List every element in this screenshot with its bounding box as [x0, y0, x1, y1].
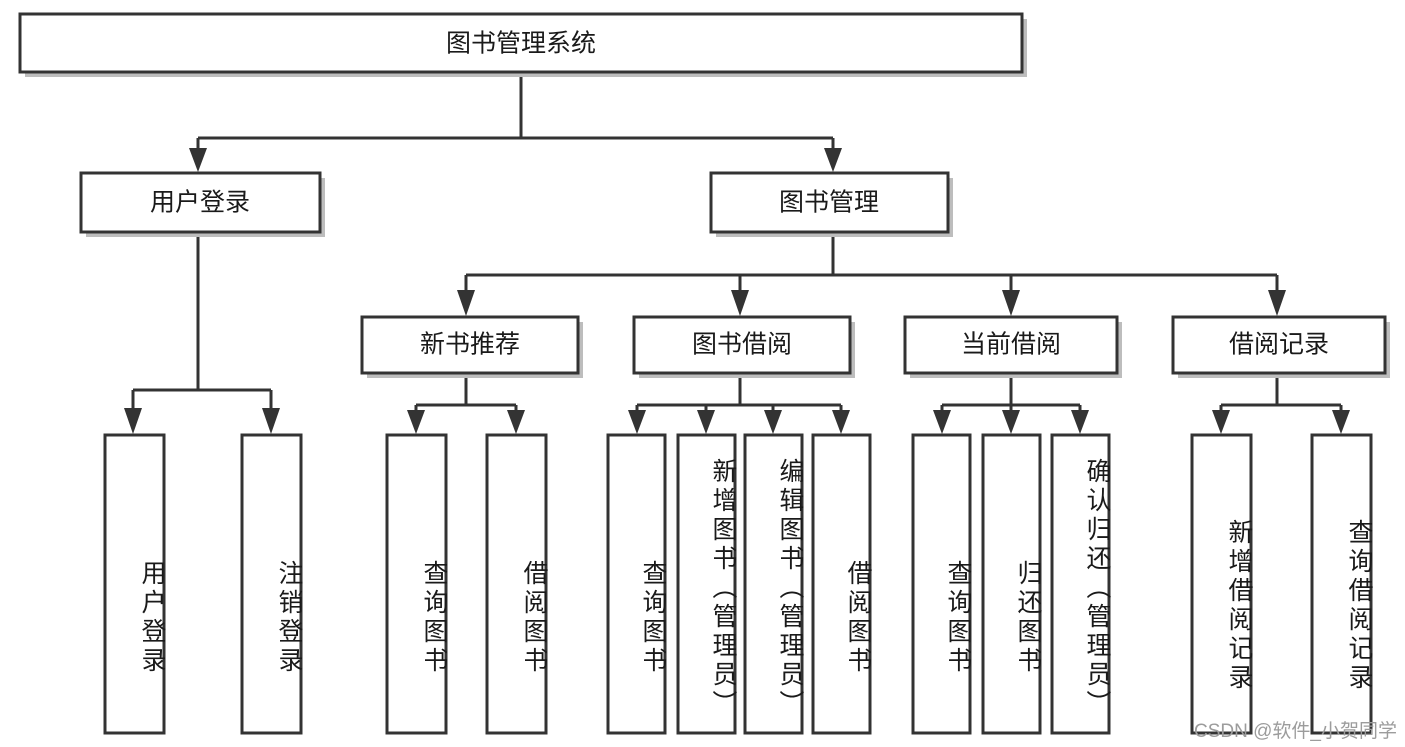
- arrowhead-leaf-edit-book: [764, 410, 782, 434]
- node-user-login-label: 用户登录: [150, 189, 250, 217]
- leaf-box-confirm-return[interactable]: [1050, 433, 1111, 735]
- node-book-borrow-label: 图书借阅: [692, 331, 792, 359]
- arrowhead-leaf-query-book-2: [628, 410, 646, 434]
- arrowhead-leaf-user-login: [124, 408, 142, 434]
- leaf-box-logout[interactable]: [240, 433, 303, 735]
- leaf-box-return-book[interactable]: [981, 433, 1042, 735]
- leaf-boxes: [103, 433, 1373, 735]
- leaf-box-add-book[interactable]: [676, 433, 737, 735]
- connectors: [124, 76, 1350, 434]
- node-borrow-record-box[interactable]: [1171, 315, 1387, 375]
- leaf-box-query-book-1[interactable]: [385, 433, 448, 735]
- arrowhead-leaf-query-book-3: [933, 410, 951, 434]
- node-book-borrow-box[interactable]: [632, 315, 852, 375]
- watermark-text: CSDN @软件_小贺同学: [1194, 721, 1397, 742]
- arrowhead-leaf-query-book-1: [407, 410, 425, 434]
- node-book-management[interactable]: 图书管理: [709, 171, 953, 237]
- leaf-box-add-record[interactable]: [1190, 433, 1253, 735]
- node-root[interactable]: 图书管理系统: [18, 12, 1027, 77]
- node-user-login-box[interactable]: [79, 171, 322, 234]
- node-borrow-record[interactable]: 借阅记录: [1171, 315, 1390, 378]
- arrowhead-leaf-add-record: [1212, 410, 1230, 434]
- arrowhead-leaf-confirm-return: [1071, 410, 1089, 434]
- node-book-management-box[interactable]: [709, 171, 950, 234]
- leaf-box-borrow-book-1[interactable]: [485, 433, 548, 735]
- node-borrow-record-label: 借阅记录: [1229, 331, 1329, 359]
- leaf-box-query-book-3[interactable]: [911, 433, 972, 735]
- leaf-box-query-record[interactable]: [1310, 433, 1373, 735]
- arrowhead-borrow: [731, 290, 749, 316]
- node-book-borrow[interactable]: 图书借阅: [632, 315, 855, 378]
- arrowhead-leaf-borrow-book-2: [832, 410, 850, 434]
- node-new-book-recommend-box[interactable]: [360, 315, 580, 375]
- leaf-box-edit-book[interactable]: [743, 433, 804, 735]
- node-user-login[interactable]: 用户登录: [79, 171, 325, 237]
- arrowhead-leaf-query-record: [1332, 410, 1350, 434]
- arrowhead-record: [1268, 290, 1286, 316]
- arrowhead-userlogin: [189, 148, 207, 172]
- node-new-book-recommend[interactable]: 新书推荐: [360, 315, 583, 378]
- arrowhead-leaf-return-book: [1002, 410, 1020, 434]
- leaf-box-borrow-book-2[interactable]: [811, 433, 872, 735]
- arrowhead-leaf-logout: [262, 408, 280, 434]
- leaf-box-query-book-2[interactable]: [606, 433, 667, 735]
- leaf-box-user-login[interactable]: [103, 433, 166, 735]
- arrowhead-current: [1002, 290, 1020, 316]
- arrowhead-leaf-borrow-book-1: [507, 410, 525, 434]
- node-new-book-recommend-label: 新书推荐: [420, 331, 520, 359]
- node-current-borrow-label: 当前借阅: [961, 331, 1061, 359]
- arrowhead-leaf-add-book: [697, 410, 715, 434]
- node-root-label: 图书管理系统: [446, 30, 596, 58]
- arrowhead-newbook: [457, 290, 475, 316]
- node-book-management-label: 图书管理: [779, 189, 879, 217]
- node-root-box[interactable]: [18, 12, 1024, 74]
- node-current-borrow-box[interactable]: [903, 315, 1119, 375]
- node-current-borrow[interactable]: 当前借阅: [903, 315, 1122, 378]
- arrowhead-bookmgmt: [824, 148, 842, 172]
